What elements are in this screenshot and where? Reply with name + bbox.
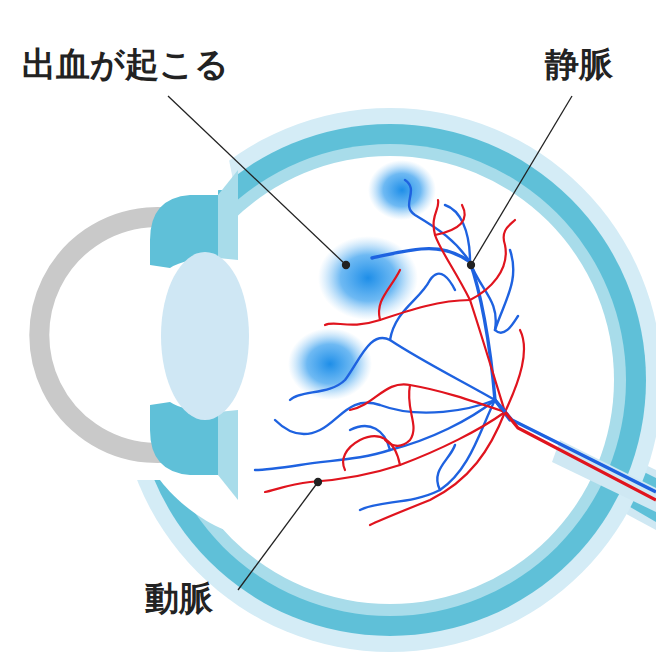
hemorrhage-label: 出血が起こる (22, 44, 229, 85)
vein-label: 静脈 (545, 44, 613, 85)
artery-label: 動脈 (145, 578, 213, 619)
